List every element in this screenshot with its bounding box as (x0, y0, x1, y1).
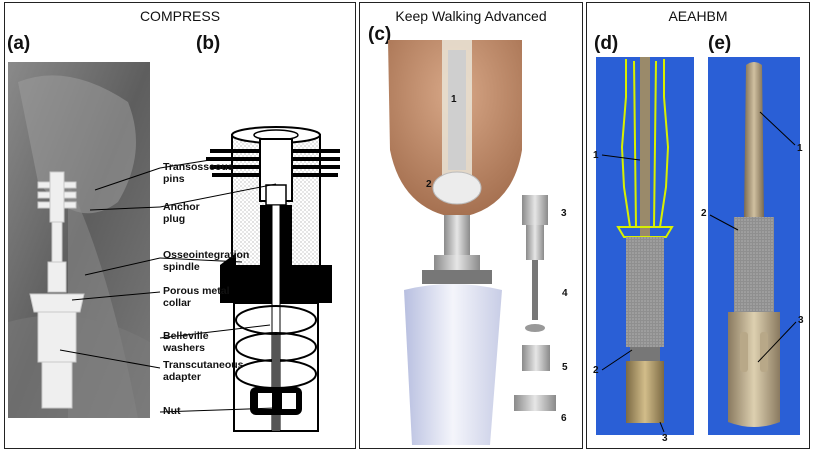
compress-schematic (206, 126, 340, 432)
panel-label-a: (a) (7, 33, 31, 54)
aeahbm-e-num-2: 2 (701, 208, 707, 219)
callout-porous-metal-collar: Porous metal collar (163, 285, 230, 309)
kwa-illustration (388, 40, 556, 445)
kwa-num-2: 2 (426, 179, 432, 190)
xray-image (8, 62, 150, 418)
kwa-num-4: 4 (562, 288, 568, 299)
callout-transosseous-pins: Transosseous pins (163, 161, 234, 185)
callout-nut: Nut (163, 405, 181, 417)
compress-title: COMPRESS (139, 8, 221, 24)
callout-transcutaneous-adapter: Transcutaneous adapter (163, 359, 244, 383)
aeahbm-d-num-1: 1 (593, 150, 599, 161)
aeahbm-e-num-1: 1 (797, 143, 803, 154)
panel-label-c: (c) (368, 24, 392, 45)
aeahbm-e-num-3: 3 (798, 315, 804, 326)
aeahbm-title: AEAHBM (668, 8, 728, 24)
kwa-num-3: 3 (561, 208, 567, 219)
kwa-num-6: 6 (561, 413, 567, 424)
callout-belleville-washers: Belleville washers (163, 330, 209, 354)
kwa-num-5: 5 (562, 362, 568, 373)
panel-label-e: (e) (708, 33, 732, 54)
panel-label-b: (b) (196, 33, 221, 54)
kwa-num-1: 1 (451, 94, 457, 105)
aeahbm-d-num-2: 2 (593, 365, 599, 376)
aeahbm-d-image (596, 57, 694, 435)
callout-osseointegration-spindle: Osseointegration spindle (163, 249, 250, 273)
kwa-title: Keep Walking Advanced (395, 8, 547, 24)
panel-label-d: (d) (594, 33, 619, 54)
aeahbm-e-image (708, 57, 800, 435)
callout-anchor-plug: Anchor plug (163, 201, 200, 225)
aeahbm-d-num-3: 3 (662, 433, 668, 444)
